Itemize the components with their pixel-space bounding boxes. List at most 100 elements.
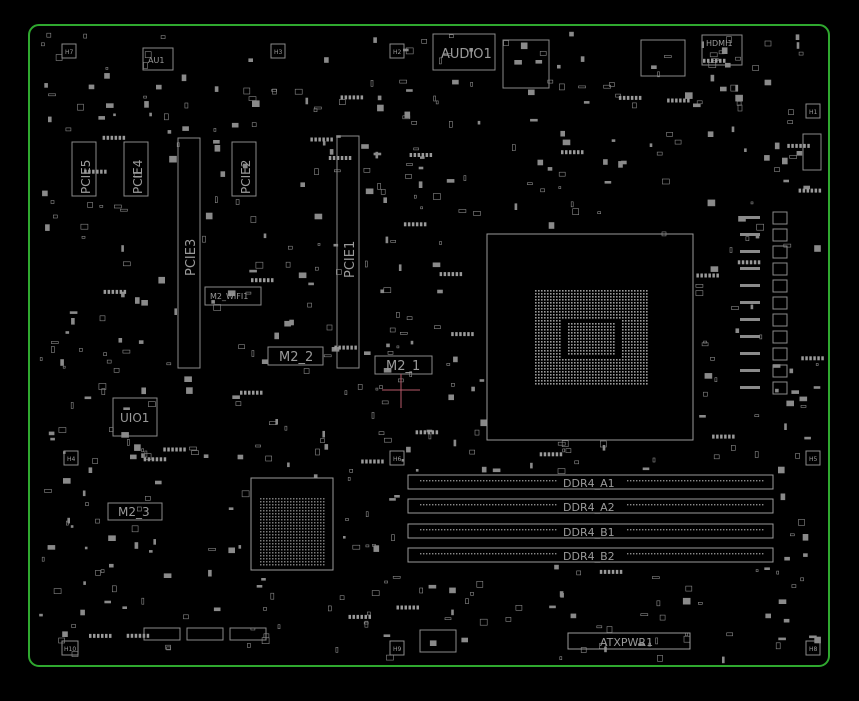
cpu-pad [568, 299, 570, 301]
smd-component [186, 387, 193, 394]
cpu-pad [544, 314, 546, 316]
smd-component [363, 351, 371, 356]
ddr-pin [555, 529, 557, 531]
pad [404, 605, 407, 610]
chipset-pad [323, 522, 325, 524]
vrm-mosfet [740, 250, 760, 253]
ddr-pin [516, 553, 518, 555]
chipset-pad [293, 555, 295, 557]
cpu-pad [544, 374, 546, 376]
cpu-pad [538, 347, 540, 349]
chipset-pad [287, 552, 289, 554]
cpu-pad [622, 362, 624, 364]
smd-component [527, 89, 535, 96]
smd-component [514, 203, 518, 210]
cpu-pad [559, 374, 561, 376]
smd-component [476, 580, 484, 588]
cpu-pad [616, 290, 618, 292]
cpu-pad [586, 365, 588, 367]
chipset-pad [278, 528, 280, 530]
ddr-pin [657, 553, 659, 555]
pad [118, 135, 122, 140]
smd-component [300, 182, 306, 187]
chipset-pad [284, 558, 286, 560]
cpu-pad [637, 296, 639, 298]
cpu-pad [634, 350, 636, 352]
cpu-pad [574, 338, 576, 340]
chipset-pad [281, 543, 283, 545]
smd-component [184, 102, 189, 109]
ddr-pin [477, 480, 479, 482]
cpu-pad [628, 356, 630, 358]
cpu-pad [544, 335, 546, 337]
pad [700, 273, 703, 278]
chipset-pad [263, 555, 265, 557]
pad [805, 356, 808, 361]
ddr-pin [645, 480, 647, 482]
m2-2-label: M2_2 [279, 350, 313, 365]
cpu-pad [640, 296, 642, 298]
vrm-choke [772, 245, 788, 259]
cpu-pad [613, 362, 615, 364]
smd-component [335, 269, 342, 275]
chipset-pad [278, 513, 280, 515]
chipset-pad [260, 501, 262, 503]
cpu-pad [562, 317, 564, 319]
chipset-pad [287, 528, 289, 530]
smd-component [701, 342, 709, 347]
chipset-pad [275, 534, 277, 536]
cpu-pad [535, 308, 537, 310]
cpu-pad [613, 302, 615, 304]
cpu-pad [559, 326, 561, 328]
cpu-pad [610, 290, 612, 292]
cpu-pad [544, 353, 546, 355]
cpu-pad [553, 377, 555, 379]
ddr-pin [675, 480, 677, 482]
cpu-pad [610, 338, 612, 340]
smd-component [144, 51, 152, 59]
cpu-pad [586, 374, 588, 376]
smd-component [480, 419, 488, 427]
chipset-pad [263, 507, 265, 509]
pad [555, 452, 559, 457]
cpu-pad [559, 293, 561, 295]
chipset-pad [260, 525, 262, 527]
ddr-pin [627, 480, 629, 482]
ddr-pin [549, 480, 551, 482]
cpu-pad [613, 299, 615, 301]
pad [130, 633, 134, 638]
smd-component [547, 167, 553, 171]
cpu-pad [604, 353, 606, 355]
smd-component [618, 161, 623, 168]
ddr-pin [660, 529, 662, 531]
smd-component [448, 34, 454, 39]
smd-component [449, 587, 456, 594]
chipset-pad [305, 498, 307, 500]
pad [356, 614, 359, 619]
ddr-pin [648, 504, 650, 506]
smd-component [783, 179, 790, 183]
ddr-pin [438, 553, 440, 555]
cpu-pad [610, 317, 612, 319]
smd-component [413, 194, 417, 199]
cpu-pad [538, 362, 540, 364]
smd-component [84, 396, 92, 400]
cpu-pad [640, 347, 642, 349]
pad [421, 153, 425, 157]
cpu-pad [556, 380, 558, 382]
chipset-pad [308, 543, 310, 545]
cpu-pad [634, 377, 636, 379]
ddr-pin [465, 529, 467, 531]
smd-component [263, 607, 267, 611]
chipset-pad [266, 519, 268, 521]
cpu-pad [634, 311, 636, 313]
chipset-pad [278, 555, 280, 557]
smd-component [215, 196, 218, 203]
cpu-pad [538, 305, 540, 307]
ddr-pin [726, 480, 728, 482]
ddr-pin [540, 480, 542, 482]
cpu-pad [646, 362, 648, 364]
pad [416, 605, 419, 610]
cpu-pad [646, 326, 648, 328]
smd-component [800, 577, 804, 582]
